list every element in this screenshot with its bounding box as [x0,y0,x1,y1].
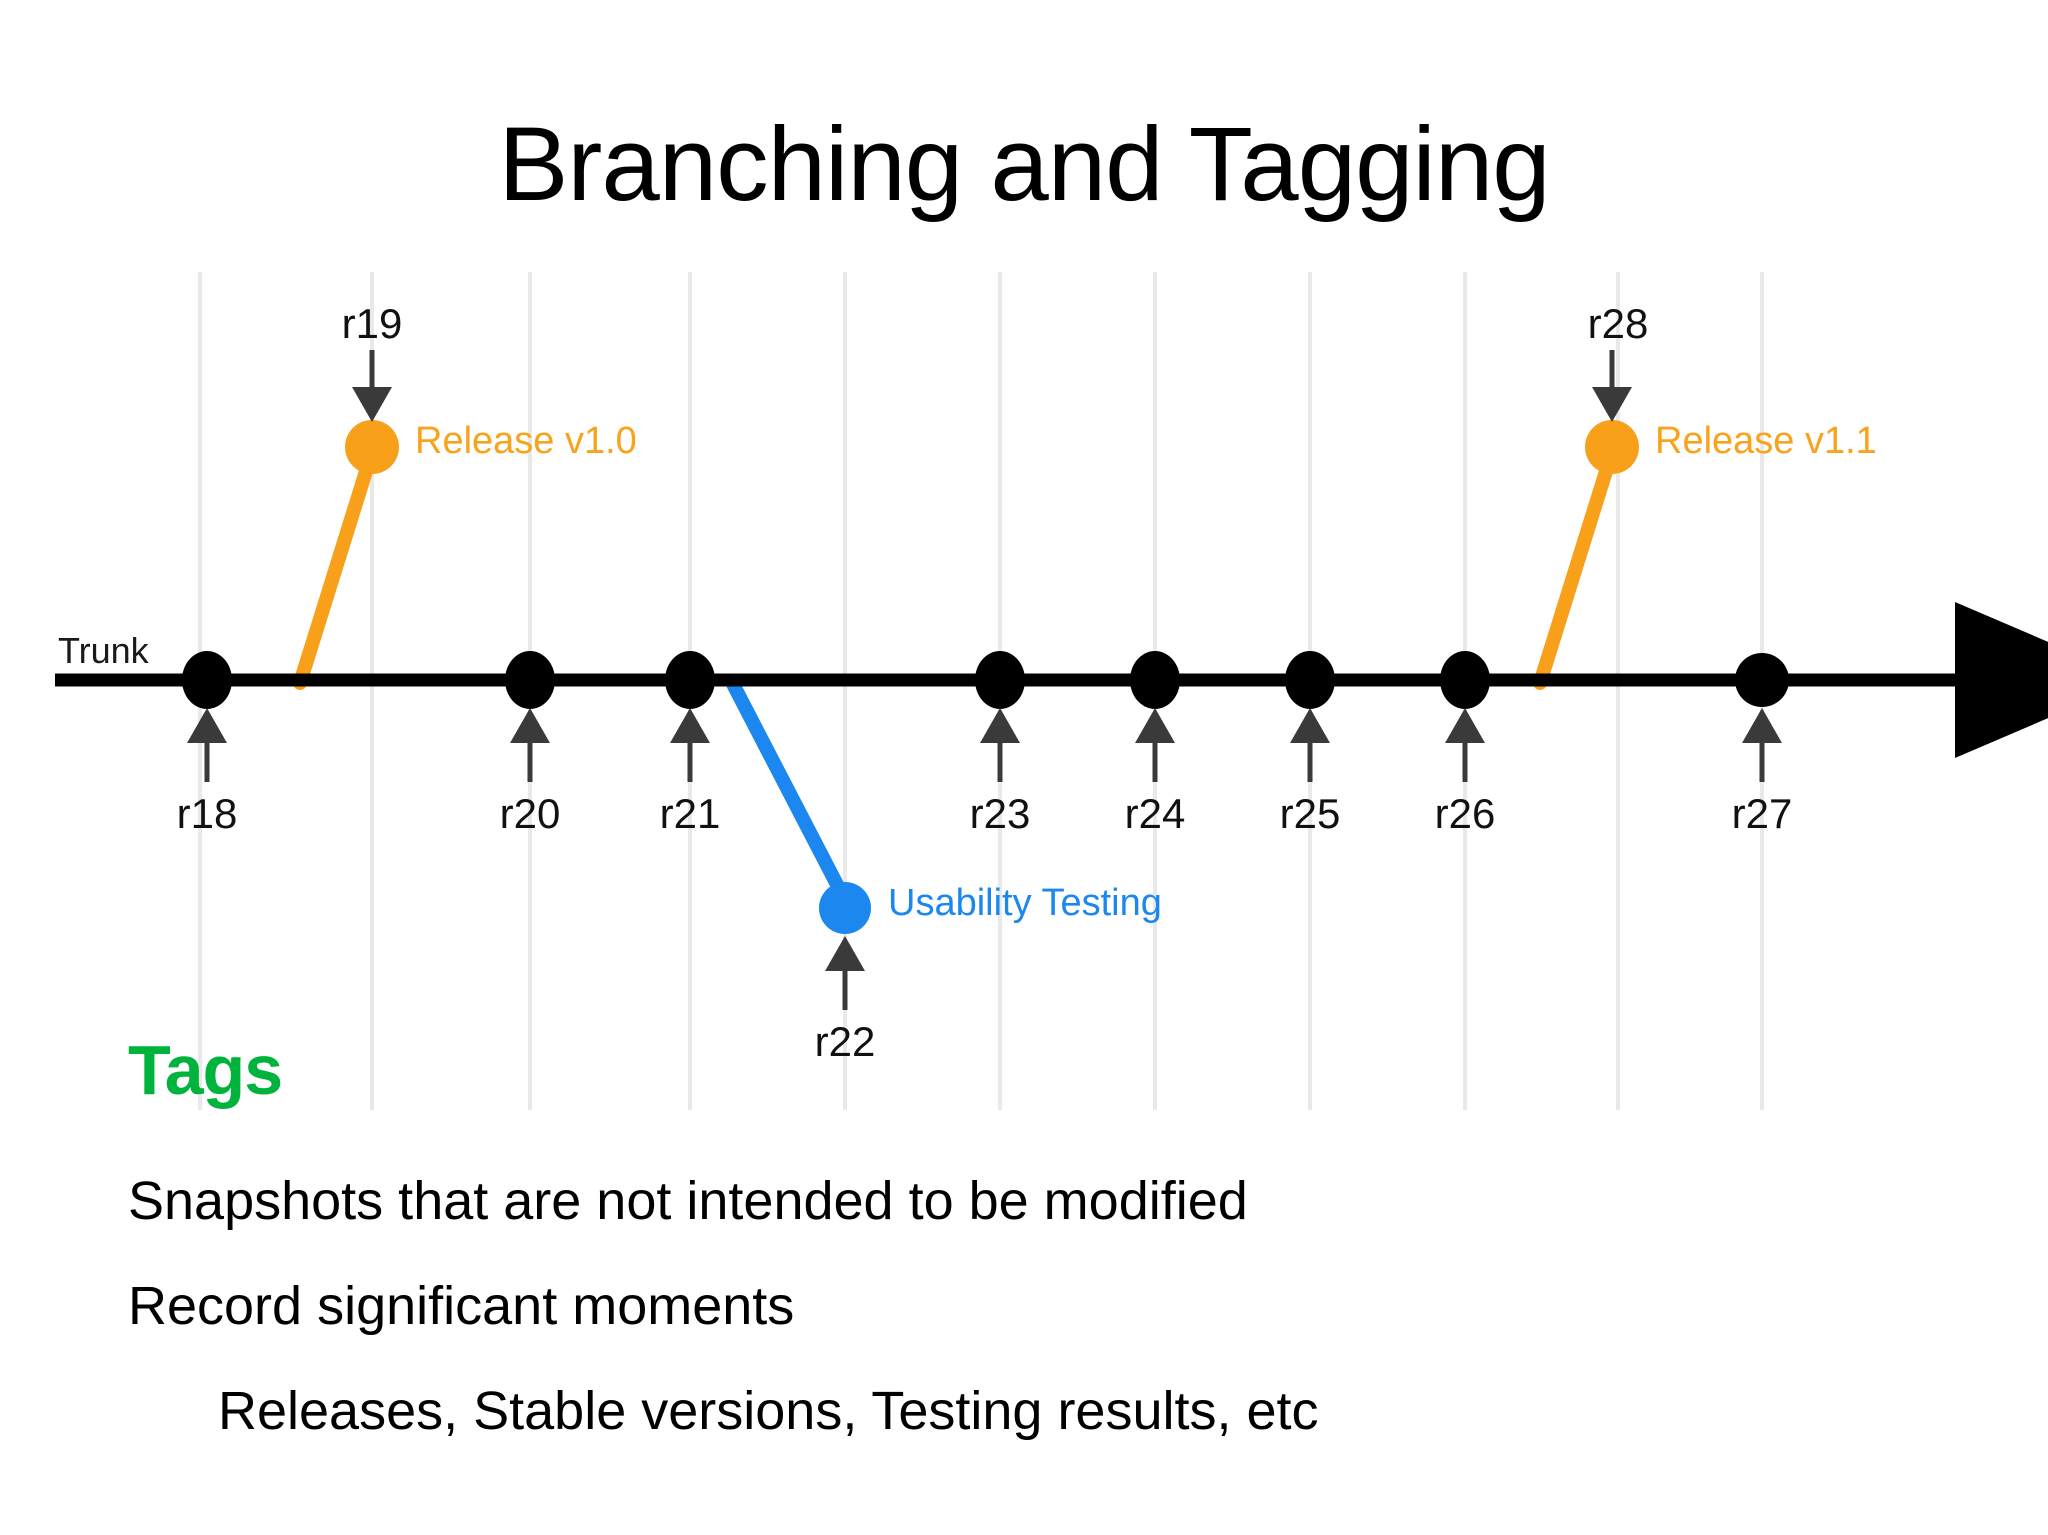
revision-label-r26: r26 [1434,790,1496,837]
revision-label-r20: r20 [499,790,561,837]
revision-dot-r18[interactable] [182,651,232,709]
page-title: Branching and Tagging [498,106,1550,223]
release-v1-1-dot[interactable] [1585,420,1639,474]
revision-label-r23: r23 [969,790,1031,837]
revision-label-r21: r21 [659,790,721,837]
trunk-revision-dots [182,651,1789,709]
revision-label-r18: r18 [176,790,238,837]
bullet-item-3: Releases, Stable versions, Testing resul… [218,1381,1319,1441]
section-heading-tags: Tags [128,1031,283,1109]
release-v1-0-branch-line [293,445,379,690]
revision-pointer-arrows [187,350,1782,1010]
revision-label-r19: r19 [341,300,403,347]
revision-dot-r23[interactable] [975,651,1025,709]
release-v1-1-branch-line [1533,445,1619,690]
trunk-label: Trunk [58,630,149,671]
revision-label-r24: r24 [1124,790,1186,837]
revision-dot-r27[interactable] [1735,653,1789,707]
revision-label-r28: r28 [1587,300,1649,347]
revision-dot-r25[interactable] [1285,651,1335,709]
revision-label-r27: r27 [1731,790,1793,837]
revision-label-r25: r25 [1279,790,1341,837]
usability-testing-branch-line [726,677,852,907]
revision-label-r22: r22 [814,1018,876,1065]
release-v1-0-label: Release v1.0 [415,420,637,462]
bullet-item-1: Snapshots that are not intended to be mo… [128,1171,1248,1231]
revision-dot-r26[interactable] [1440,651,1490,709]
release-v1-0-dot[interactable] [345,420,399,474]
usability-testing-dot[interactable] [819,882,871,934]
revision-dot-r24[interactable] [1130,651,1180,709]
usability-testing-label: Usability Testing [888,882,1162,924]
revision-dot-r21[interactable] [665,651,715,709]
bullet-item-2: Record significant moments [128,1276,795,1336]
revision-dot-r20[interactable] [505,651,555,709]
release-v1-1-label: Release v1.1 [1655,420,1877,462]
